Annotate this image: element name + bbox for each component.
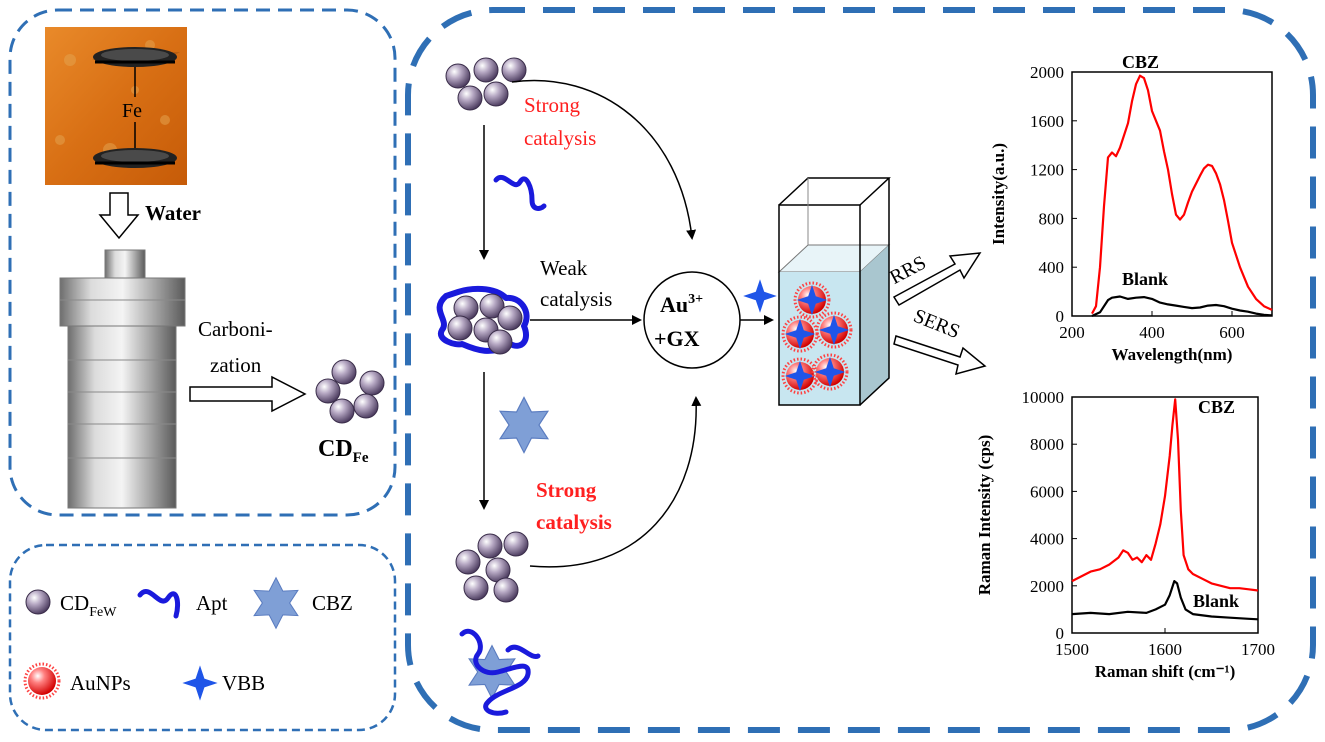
vbb-star-icon xyxy=(743,279,777,313)
legend-panel-frame xyxy=(8,543,397,732)
cdfe-particle-cluster xyxy=(315,359,385,424)
ferrocene-photo: Fe xyxy=(45,27,187,185)
rrs-hollow-arrow-icon xyxy=(892,252,982,307)
strong-catalysis-top-arrow xyxy=(511,79,697,240)
x-axis-label: Wavelength(nm) xyxy=(1112,345,1233,364)
y-tick-label: 400 xyxy=(1039,258,1065,277)
sers-label: SERS xyxy=(910,305,963,343)
water-label: Water xyxy=(145,201,201,225)
hollow-down-arrow-icon xyxy=(98,192,140,240)
au-label: Au3+ xyxy=(660,292,703,317)
x-tick-label: 1600 xyxy=(1148,640,1182,659)
legend-aunps-label: AuNPs xyxy=(70,671,131,695)
legend-vbb-label: VBB xyxy=(222,671,265,695)
series-annotation: Blank xyxy=(1122,269,1168,289)
apt-cbz-complex xyxy=(459,629,541,716)
strong-catalysis-bottom-arrow xyxy=(529,396,702,568)
legend-cbz-label: CBZ xyxy=(312,591,353,615)
hollow-right-arrow-icon xyxy=(189,375,307,413)
apt-icon xyxy=(137,589,181,619)
y-tick-label: 1600 xyxy=(1030,112,1064,131)
y-tick-label: 8000 xyxy=(1030,435,1064,454)
x-tick-label: 1700 xyxy=(1241,640,1275,659)
y-tick-label: 2000 xyxy=(1030,577,1064,596)
series-line-cbz xyxy=(1091,74,1273,315)
strong-catalysis-top-2: catalysis xyxy=(524,126,596,150)
y-axis-label: Intensity(a.u.) xyxy=(989,143,1008,245)
strong-catalysis-top-1: Strong xyxy=(524,93,581,117)
synthesis-panel-frame xyxy=(8,8,397,517)
autoclave-image xyxy=(59,249,186,509)
carbonization-label-1: Carboni- xyxy=(198,317,273,341)
detection-panel-frame xyxy=(405,7,1316,733)
weak-catalysis-2: catalysis xyxy=(540,287,612,311)
series-annotation: CBZ xyxy=(1198,397,1235,417)
y-tick-label: 6000 xyxy=(1030,482,1064,501)
y-tick-label: 2000 xyxy=(1030,63,1064,82)
x-tick-label: 1500 xyxy=(1055,640,1089,659)
series-line-blank xyxy=(1071,579,1259,621)
apt-wrapped-cluster xyxy=(436,285,530,355)
legend-apt-label: Apt xyxy=(196,591,228,615)
series-line-cbz xyxy=(1071,398,1259,592)
x-tick-label: 600 xyxy=(1219,323,1245,342)
series-annotation: CBZ xyxy=(1122,52,1159,72)
cuvette xyxy=(777,177,891,406)
x-tick-label: 400 xyxy=(1139,323,1165,342)
apt-icon xyxy=(493,175,547,211)
cdfew-cluster-bottom xyxy=(455,531,529,603)
aunp-icon xyxy=(23,662,61,700)
series-line-blank xyxy=(1091,295,1273,317)
sers-hollow-arrow-icon xyxy=(893,335,987,376)
y-tick-label: 0 xyxy=(1056,624,1065,643)
y-tick-label: 1200 xyxy=(1030,161,1064,180)
cdfew-particle-icon xyxy=(25,589,51,615)
cdfe-label: CDFe xyxy=(318,436,369,466)
plot-frame xyxy=(1071,71,1273,317)
x-axis-label: Raman shift (cm⁻¹) xyxy=(1095,662,1236,681)
weak-catalysis-1: Weak xyxy=(540,256,588,280)
au-gx-node xyxy=(643,271,741,369)
y-tick-label: 10000 xyxy=(1022,388,1065,407)
cbz-star-icon xyxy=(499,396,549,454)
gx-label: +GX xyxy=(654,326,700,351)
y-tick-label: 0 xyxy=(1056,307,1065,326)
cbz-star-icon xyxy=(253,577,299,629)
x-tick-label: 200 xyxy=(1059,323,1085,342)
y-tick-label: 800 xyxy=(1039,209,1065,228)
y-tick-label: 4000 xyxy=(1030,530,1064,549)
rrs-chart: 0 400 800 1200 1600 2000 200 400 600Wavelength(n… xyxy=(989,52,1273,364)
series-annotation: Blank xyxy=(1193,591,1239,611)
legend-cdfew-label: CDFeW xyxy=(60,591,117,620)
strong-catalysis-bottom-1: Strong xyxy=(536,478,597,502)
cdfew-cluster-top xyxy=(445,57,527,111)
carbonization-label-2: zation xyxy=(210,353,262,377)
fe-label: Fe xyxy=(122,100,142,122)
y-axis-label: Raman Intensity (cps) xyxy=(975,435,994,596)
strong-catalysis-bottom-2: catalysis xyxy=(536,510,612,534)
vbb-star-icon xyxy=(182,665,218,701)
